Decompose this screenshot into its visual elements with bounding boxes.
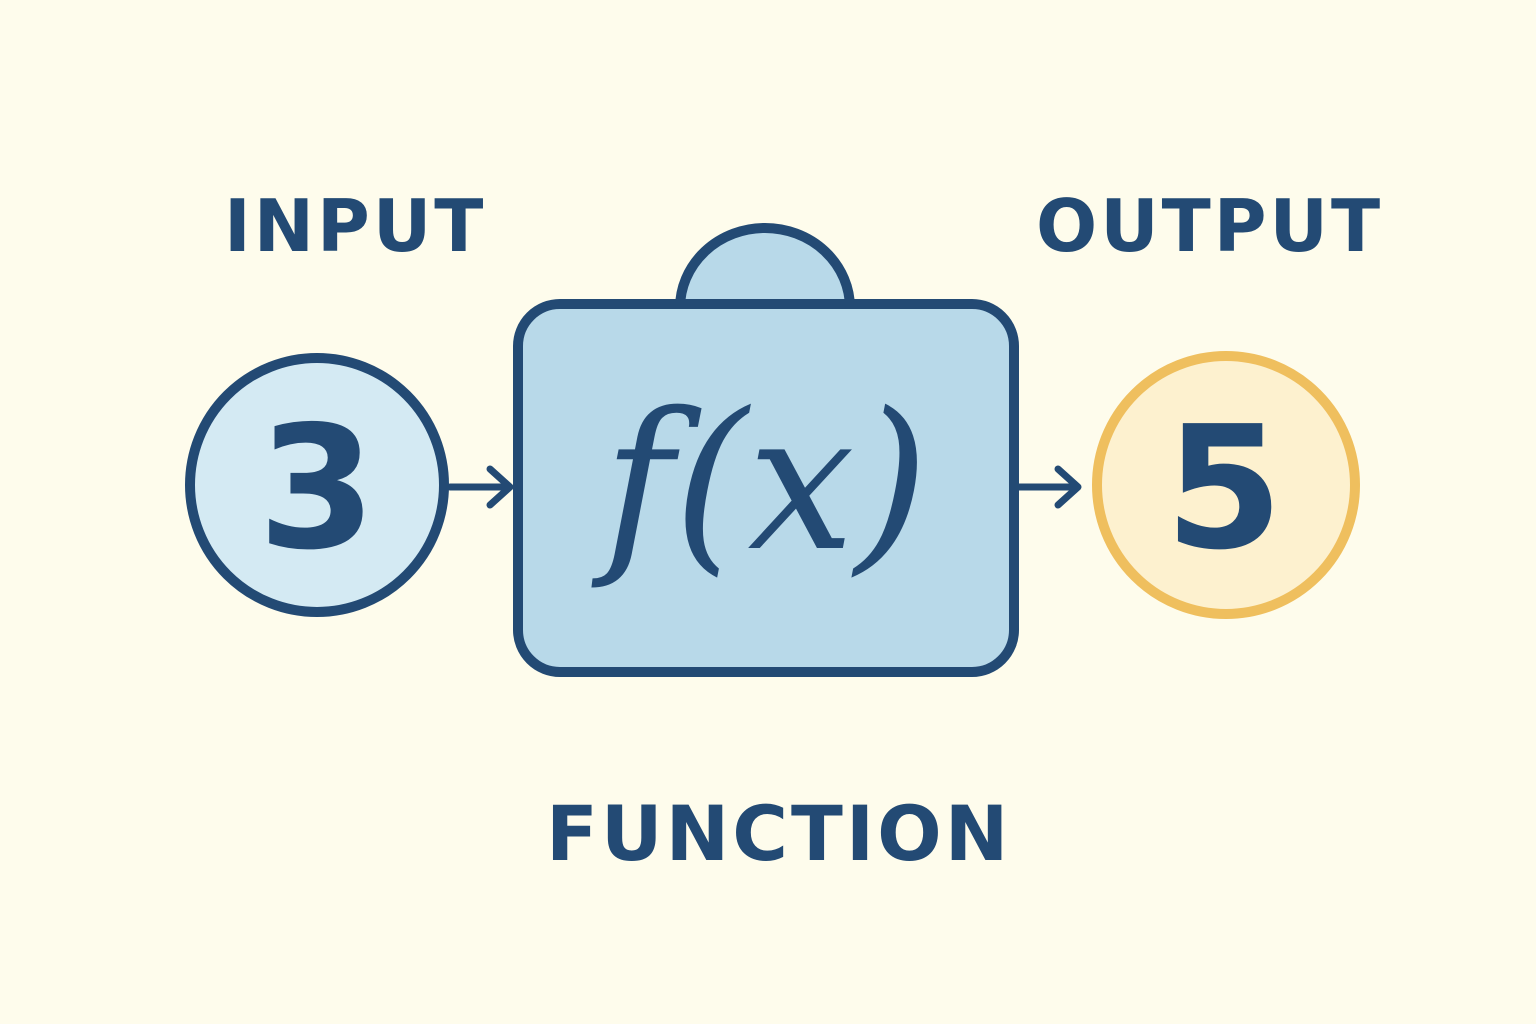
input-value: 3 <box>258 390 376 588</box>
input-node: 3 <box>185 353 449 617</box>
output-node: 5 <box>1092 351 1360 619</box>
function-box <box>513 299 1019 677</box>
function-node: f(x) <box>513 299 1019 677</box>
output-value: 5 <box>1165 390 1283 588</box>
arrow-function-to-output <box>1014 465 1082 509</box>
arrow-head-left <box>486 465 514 509</box>
function-expression: f(x) <box>591 372 929 593</box>
function-box-handle <box>675 223 855 313</box>
output-circle <box>1092 351 1360 619</box>
arrow-input-to-function <box>446 465 514 509</box>
input-label: INPUT <box>224 184 487 268</box>
function-label: FUNCTION <box>546 789 1012 878</box>
output-label: OUTPUT <box>1036 184 1384 268</box>
input-circle <box>185 353 449 617</box>
arrow-head-right <box>1054 465 1082 509</box>
